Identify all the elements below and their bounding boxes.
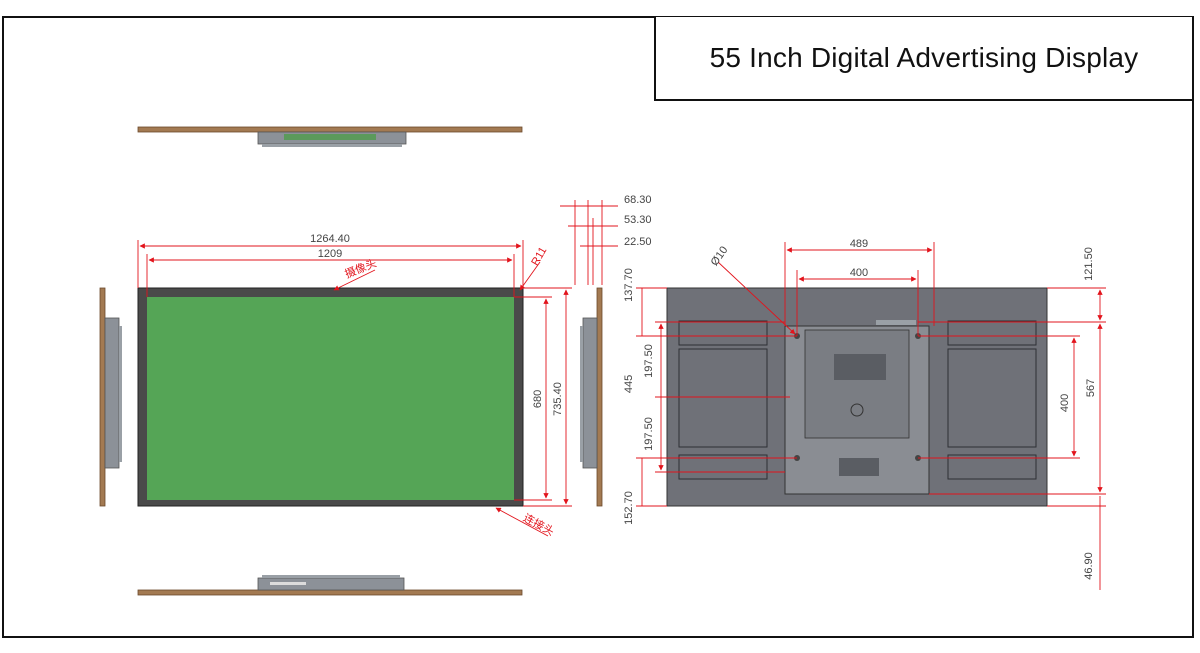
page-title: 55 Inch Digital Advertising Display — [709, 42, 1139, 73]
side-dimensions — [560, 200, 618, 285]
back-dimensions — [636, 242, 1106, 590]
dim-vesa-inner: 400 — [850, 267, 868, 279]
connector-label: 连接头 — [521, 511, 556, 538]
top-view — [137, 126, 523, 147]
dim-right-top: 121.50 — [1083, 247, 1095, 281]
screen-area — [147, 297, 514, 500]
dim-front-width-inner: 1209 — [318, 248, 342, 260]
dim-vertical-half-bottom: 197.50 — [643, 417, 655, 451]
dim-hole-diameter: Ø10 — [709, 244, 731, 268]
title-box: 55 Inch Digital Advertising Display — [654, 17, 1192, 101]
dim-front-width-outer: 1264.40 — [310, 233, 350, 245]
dim-top-offset: 137.70 — [623, 268, 635, 302]
left-side-view — [99, 287, 122, 507]
front-dimensions — [137, 240, 572, 537]
dim-depth-panel: 22.50 — [624, 236, 652, 248]
dim-depth-body: 53.30 — [624, 214, 652, 226]
dim-front-height-outer: 735.40 — [552, 382, 564, 416]
front-view — [137, 287, 524, 507]
dim-corner-radius: R11 — [529, 245, 549, 268]
bottom-view — [137, 575, 523, 596]
dim-right-bottom: 46.90 — [1083, 552, 1095, 580]
dim-vesa-outer: 489 — [850, 238, 868, 250]
dim-right-total: 567 — [1085, 379, 1097, 397]
dim-depth-total: 68.30 — [624, 194, 652, 206]
dim-vertical-half-top: 197.50 — [643, 344, 655, 378]
dim-right-vesa: 400 — [1059, 394, 1071, 412]
dim-front-height-inner: 680 — [532, 390, 544, 408]
dim-bottom-offset: 152.70 — [623, 491, 635, 525]
drawing-border — [2, 16, 1194, 638]
right-side-view — [580, 287, 603, 507]
dim-vertical-total: 445 — [623, 375, 635, 393]
